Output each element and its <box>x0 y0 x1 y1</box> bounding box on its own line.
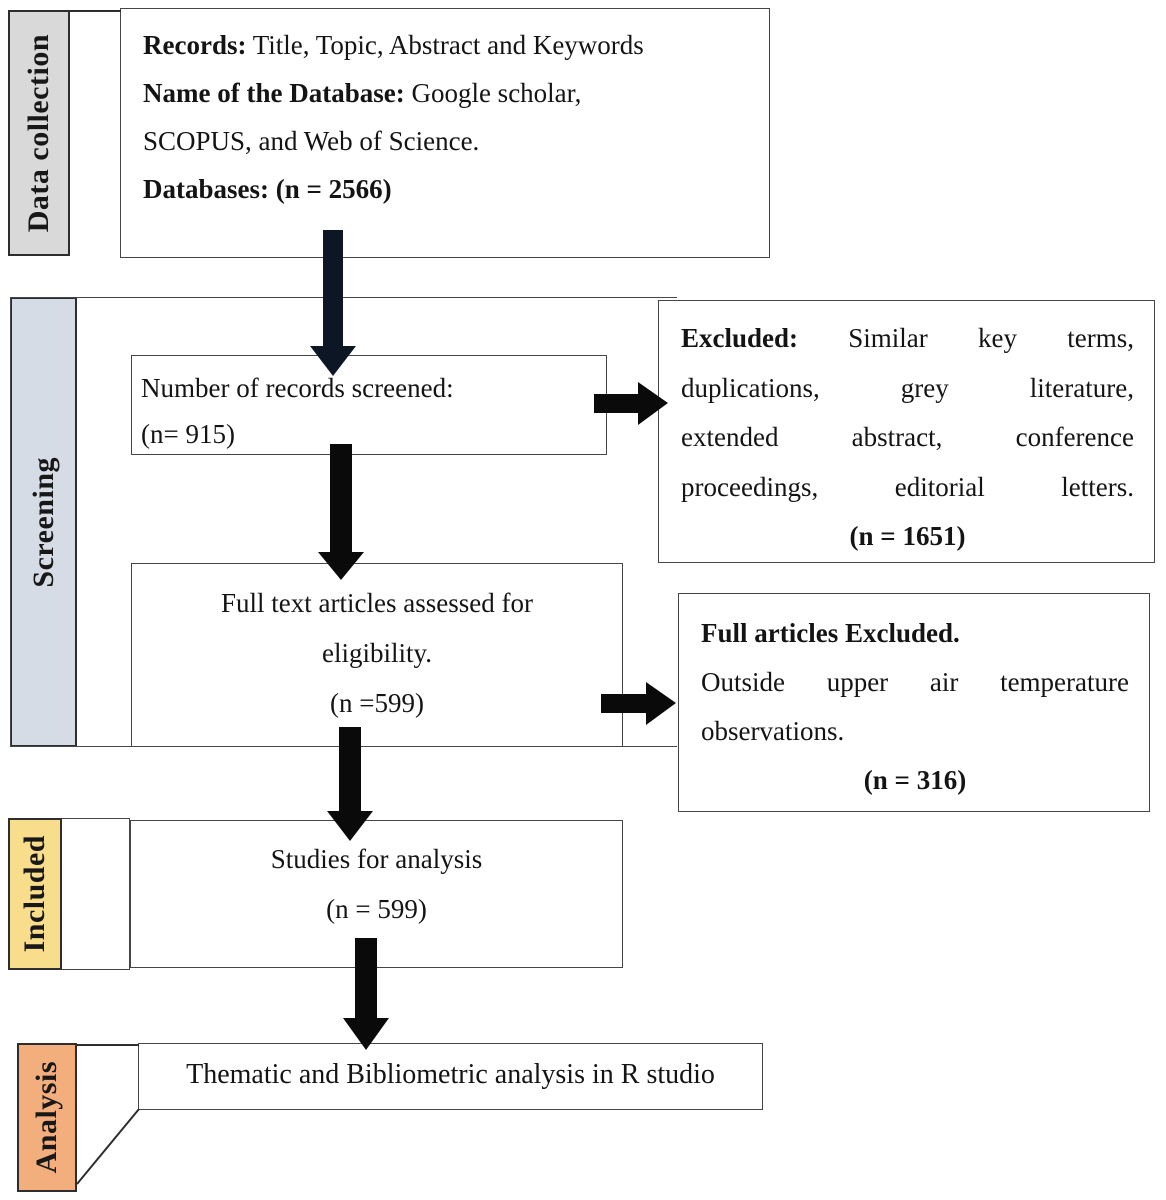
records-screened-count: (n= 915) <box>141 419 235 449</box>
studies-line-1: Studies for analysis <box>270 844 483 874</box>
records-line-4: Databases: (n = 2566) <box>143 174 392 204</box>
stage-label-analysis: Analysis <box>17 1043 77 1192</box>
excluded-records-line-1: Excluded: Similar key terms, <box>681 323 1134 353</box>
excluded-records-count: (n = 1651) <box>849 521 966 551</box>
full-articles-excluded-body: Outside upper air temperature observatio… <box>701 667 1129 746</box>
stage-label-screening: Screening <box>10 297 77 747</box>
full-text-assessed-box: Full text articles assessed for eligibil… <box>131 563 623 747</box>
records-box: Records: Title, Topic, Abstract and Keyw… <box>120 8 770 258</box>
excluded-records-box: Excluded: Similar key terms, duplication… <box>658 300 1155 563</box>
thematic-analysis-box: Thematic and Bibliometric analysis in R … <box>138 1043 763 1110</box>
full-articles-excluded-count: (n = 316) <box>863 765 967 795</box>
stage-label-included: Included <box>8 818 62 970</box>
records-line-1: Records: Title, Topic, Abstract and Keyw… <box>143 30 644 60</box>
stage-label-included-text: Included <box>18 835 51 953</box>
studies-count: (n = 599) <box>326 894 427 924</box>
excluded-records-line-2: duplications, grey literature, <box>681 372 1134 403</box>
excluded-records-line-3: extended abstract, conference <box>681 422 1134 452</box>
full-text-line-1: Full text articles assessed for <box>221 588 533 618</box>
records-line-3: SCOPUS, and Web of Science. <box>143 126 480 156</box>
stage-label-analysis-text: Analysis <box>30 1061 63 1174</box>
analysis-connector-diagonal-line <box>76 1108 140 1185</box>
full-text-count: (n =599) <box>330 688 424 718</box>
full-articles-excluded-title: Full articles Excluded. <box>701 618 960 648</box>
studies-for-analysis-box: Studies for analysis (n = 599) <box>130 820 623 968</box>
stage-label-data-collection: Data collection <box>8 10 70 256</box>
thematic-analysis-text: Thematic and Bibliometric analysis in R … <box>186 1059 715 1090</box>
records-screened-title: Number of records screened: <box>141 373 454 403</box>
records-line-2: Name of the Database: Google scholar, <box>143 78 582 108</box>
excluded-records-line-4: proceedings, editorial letters. <box>681 471 1134 502</box>
records-screened-box: Number of records screened: (n= 915) <box>131 355 607 455</box>
full-text-line-2: eligibility. <box>322 638 432 668</box>
full-articles-excluded-box: Full articles Excluded. Outside upper ai… <box>678 593 1150 812</box>
stage-label-data-collection-text: Data collection <box>22 33 55 233</box>
